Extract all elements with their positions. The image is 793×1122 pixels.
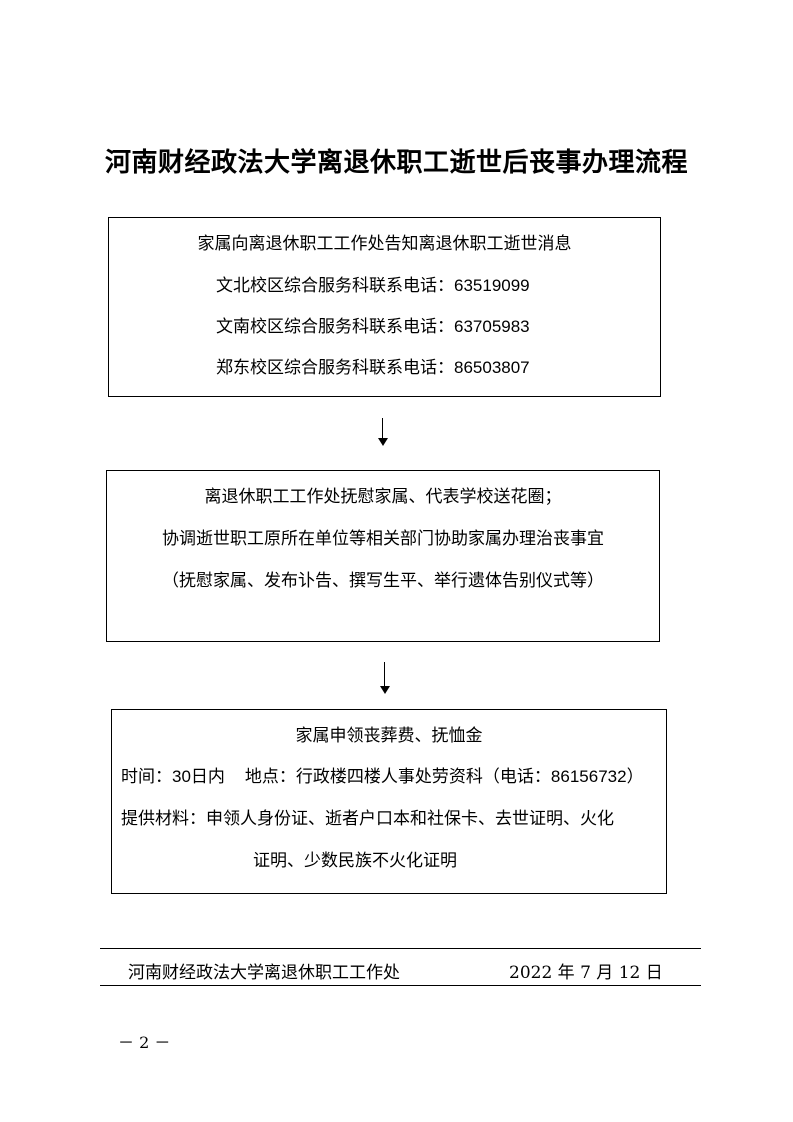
place-close: ） xyxy=(626,767,644,787)
footer-bottom-rule xyxy=(100,985,701,986)
step-1-contact-wennan: 文南校区综合服务科联系电话：63705983 xyxy=(216,317,530,337)
step-3-materials-1: 提供材料：申领人身份证、逝者户口本和社保卡、去世证明、火化 xyxy=(121,809,614,829)
footer-org: 河南财经政法大学离退休职工工作处 xyxy=(128,963,400,983)
flow-arrow-down-icon xyxy=(379,662,391,694)
contact-label: 文南校区综合服务科联系电话： xyxy=(216,317,454,337)
flow-arrow-down-icon xyxy=(377,418,389,446)
step-1-contact-zhengdong: 郑东校区综合服务科联系电话：86503807 xyxy=(216,358,530,378)
contact-label: 文北校区综合服务科联系电话： xyxy=(216,276,454,296)
step-3-time-place: 时间：30日内地点：行政楼四楼人事处劳资科（电话：86156732） xyxy=(121,767,644,787)
time-value: 30 xyxy=(172,767,191,786)
footer-date: 2022 年 7 月 12 日 xyxy=(509,963,663,983)
time-unit: 日内 xyxy=(190,767,225,787)
step-1-notice: 家属向离退休职工工作处告知离退休职工逝世消息 xyxy=(197,234,572,254)
step-2-box: 离退休职工工作处抚慰家属、代表学校送花圈； 协调逝世职工原所在单位等相关部门协助… xyxy=(106,470,660,642)
contact-label: 郑东校区综合服务科联系电话： xyxy=(216,358,454,378)
step-1-box: 家属向离退休职工工作处告知离退休职工逝世消息 文北校区综合服务科联系电话：635… xyxy=(108,217,661,397)
step-2-line-3: （抚慰家属、发布讣告、撰写生平、举行遗体告别仪式等） xyxy=(162,571,604,591)
contact-phone: 63519099 xyxy=(454,276,530,295)
page-number: － 2 － xyxy=(118,1033,171,1052)
step-2-line-1: 离退休职工工作处抚慰家属、代表学校送花圈； xyxy=(204,487,562,507)
time-label: 时间： xyxy=(121,767,172,787)
step-3-materials-2: 证明、少数民族不火化证明 xyxy=(253,851,457,871)
contact-phone: 86503807 xyxy=(454,358,530,377)
step-2-line-2: 协调逝世职工原所在单位等相关部门协助家属办理治丧事宜 xyxy=(162,529,604,549)
page-title: 河南财经政法大学离退休职工逝世后丧事办理流程 xyxy=(104,148,688,178)
footer-top-rule xyxy=(100,948,701,949)
contact-phone: 63705983 xyxy=(454,317,530,336)
step-3-line-1: 家属申领丧葬费、抚恤金 xyxy=(295,726,483,746)
place-label: 地点：行政楼四楼人事处劳资科（电话： xyxy=(244,767,551,787)
step-1-contact-wenbei: 文北校区综合服务科联系电话：63519099 xyxy=(216,276,530,296)
step-3-box: 家属申领丧葬费、抚恤金 时间：30日内地点：行政楼四楼人事处劳资科（电话：861… xyxy=(111,709,667,894)
place-phone: 86156732 xyxy=(550,767,627,786)
